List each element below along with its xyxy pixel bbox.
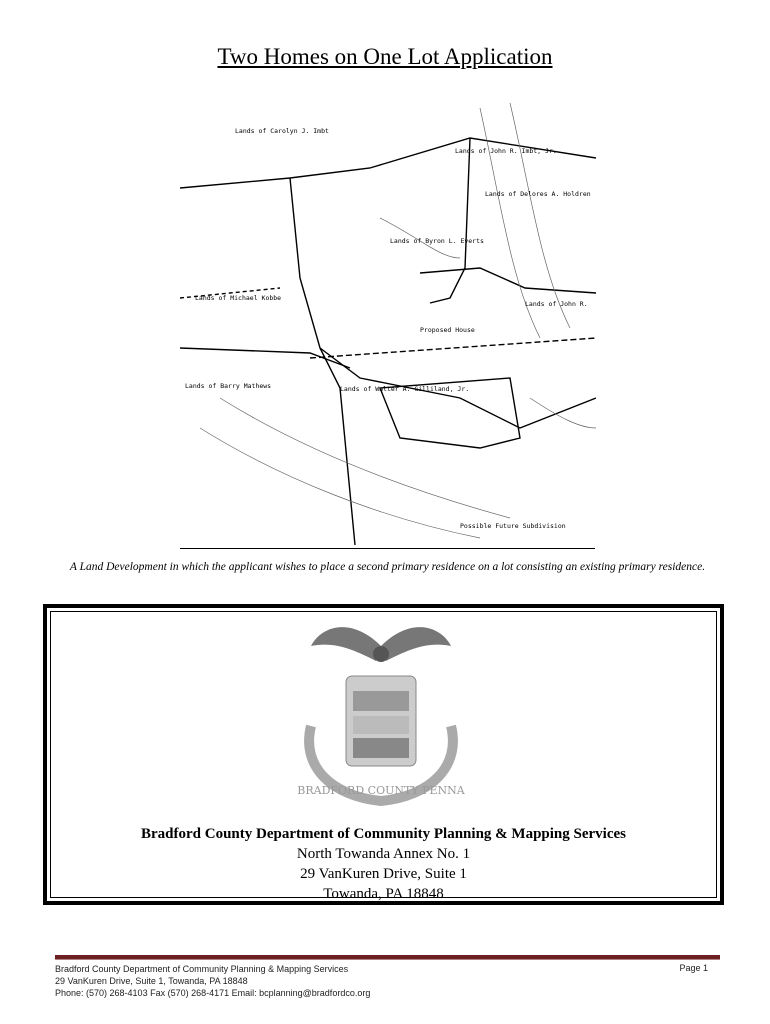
map-label: Lands of Barry Mathews: [185, 382, 271, 390]
map-label: Lands of John R.: [525, 300, 588, 308]
map-label: Lands of John R. Imbt, Jr.: [455, 147, 557, 155]
map-label: Proposed House: [420, 326, 475, 334]
map-label: Lands of Byron L. Everts: [390, 237, 484, 245]
description-caption: A Land Development in which the applican…: [69, 561, 706, 573]
footer-divider: [55, 955, 720, 960]
footer-department: Bradford County Department of Community …: [55, 964, 349, 974]
department-name: Bradford County Department of Community …: [140, 826, 626, 842]
map-label: Lands of Michael Kobbe: [195, 294, 281, 302]
footer: Bradford County Department of Community …: [55, 963, 370, 999]
map-label: Lands of Walter A. Gilliland, Jr.: [340, 385, 469, 393]
footer-address: 29 VanKuren Drive, Suite 1, Towanda, PA …: [55, 976, 248, 986]
seal-text: BRADFORD COUNTY PENNA: [297, 784, 465, 797]
map-label: Lands of Carolyn J. Imbt: [235, 127, 329, 135]
page-title: Two Homes on One Lot Application: [217, 44, 553, 69]
map-label: Possible Future Subdivision: [460, 522, 566, 530]
map-label: Lands of Delores A. Holdren: [485, 190, 591, 198]
county-seal-logo: BRADFORD COUNTY PENNA: [297, 627, 466, 807]
street-address: 29 VanKuren Drive, Suite 1: [300, 866, 467, 882]
department-info-box: BRADFORD COUNTY PENNA Bradford County De…: [43, 604, 724, 905]
footer-contact: Phone: (570) 268-4103 Fax (570) 268-4171…: [55, 988, 371, 998]
site-plan-map: Lands of Carolyn J. Imbt Lands of John R…: [180, 102, 596, 545]
annex-name: North Towanda Annex No. 1: [296, 846, 471, 862]
map-divider: [180, 548, 595, 549]
page-number: Page 1: [679, 963, 708, 973]
city-state-zip: Towanda, PA 18848: [323, 886, 444, 902]
